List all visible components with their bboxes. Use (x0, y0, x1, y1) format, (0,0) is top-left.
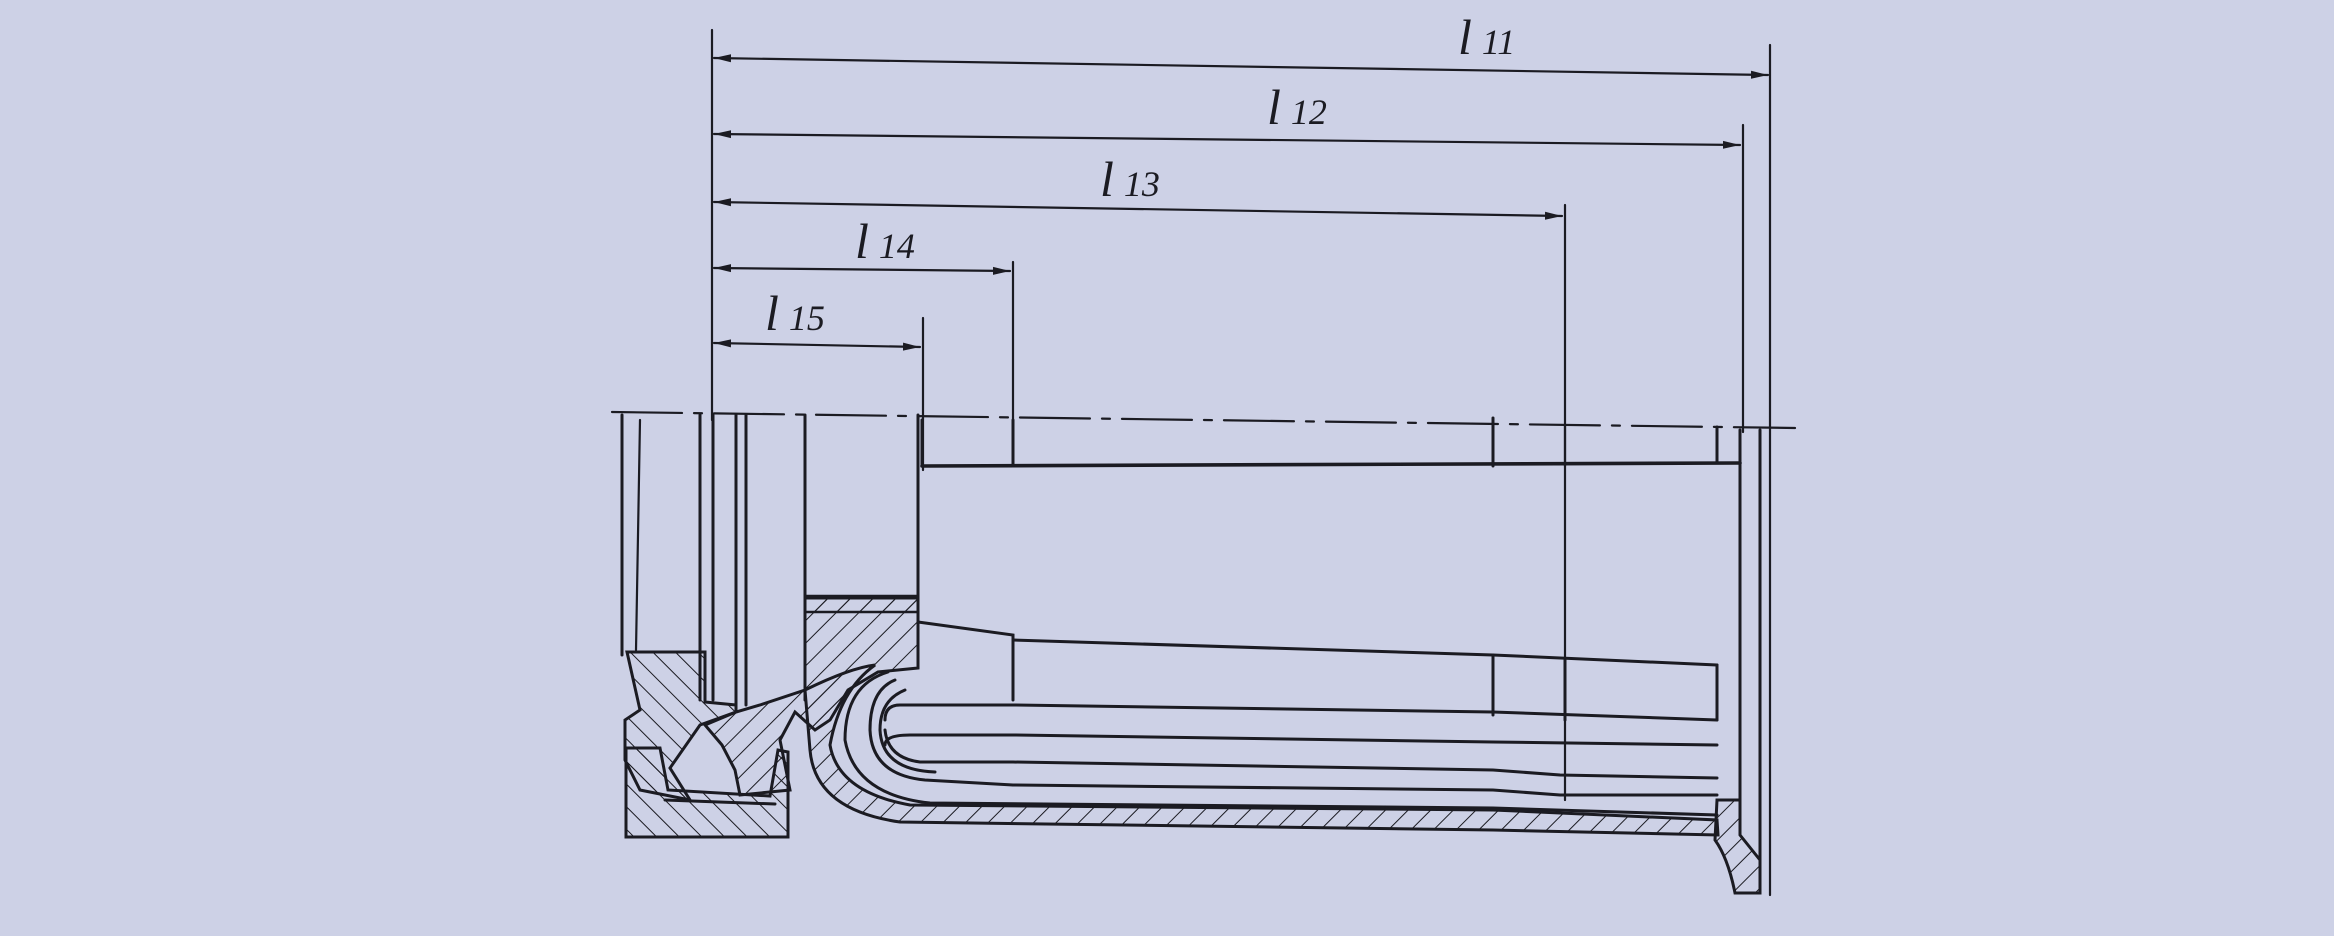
die-base-section (624, 746, 790, 839)
tube-layer-1 (883, 703, 1719, 722)
dim-line-l11 (712, 54, 1770, 79)
bend-curve-inner (868, 678, 1015, 787)
flange-section (1713, 798, 1762, 895)
mandrel-shoulder (916, 620, 1015, 702)
tube-layer-3 (883, 728, 1719, 780)
mandrel-top-line-r (1491, 653, 1719, 667)
tube-layer-4 (1011, 783, 1719, 797)
tube-layer-2 (883, 733, 1719, 747)
bend-curve-outer (843, 670, 1719, 817)
dim-line-l12 (712, 130, 1742, 149)
bore-top-line (920, 461, 1742, 468)
die-base-inner-line (663, 798, 777, 806)
die-cap-section (803, 594, 920, 614)
centerline (610, 410, 1797, 430)
tube-wall-section (803, 663, 1720, 837)
dim-line-l15 (712, 339, 922, 351)
dim-line-l14 (712, 264, 1012, 275)
dim-line-l13 (712, 198, 1564, 220)
bend-curve-mid (878, 688, 937, 774)
mandrel-top-line (1011, 638, 1495, 657)
